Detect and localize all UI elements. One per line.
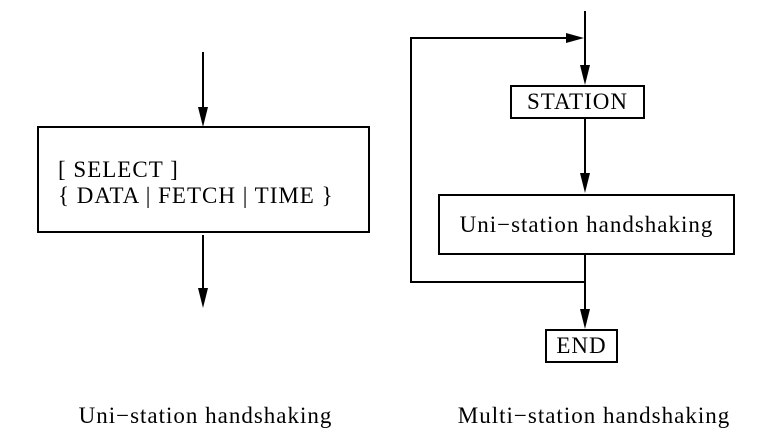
loop-top-line <box>410 37 566 39</box>
select-command-line1: [ SELECT ] <box>58 156 179 182</box>
end-box-label: END <box>556 333 607 358</box>
uni-outgoing-arrowhead-icon <box>198 288 208 308</box>
end-arrowhead-icon <box>580 309 590 329</box>
multi-station-caption: Multi−station handshaking <box>457 403 731 428</box>
process-to-end-line <box>584 255 586 309</box>
uni-outgoing-arrow-line <box>202 235 204 288</box>
station-box: STATION <box>510 85 645 119</box>
select-command-line2: { DATA | FETCH | TIME } <box>58 182 334 208</box>
station-box-label: STATION <box>527 89 628 114</box>
process-box: Uni−station handshaking <box>438 194 735 255</box>
loop-bottom-line <box>410 281 586 283</box>
station-to-process-arrowhead-icon <box>580 173 590 193</box>
uni-incoming-arrow-line <box>202 52 204 108</box>
loop-left-line <box>410 37 412 283</box>
uni-incoming-arrowhead-icon <box>198 107 208 127</box>
station-entry-arrowhead-icon <box>580 65 590 85</box>
station-to-process-line <box>584 119 586 173</box>
multi-entry-line <box>584 11 586 66</box>
loop-arrowhead-icon <box>566 33 584 43</box>
process-box-label: Uni−station handshaking <box>459 211 714 237</box>
select-command-box: [ SELECT ] { DATA | FETCH | TIME } <box>37 126 370 233</box>
uni-station-caption: Uni−station handshaking <box>78 403 333 428</box>
end-box: END <box>545 329 618 363</box>
